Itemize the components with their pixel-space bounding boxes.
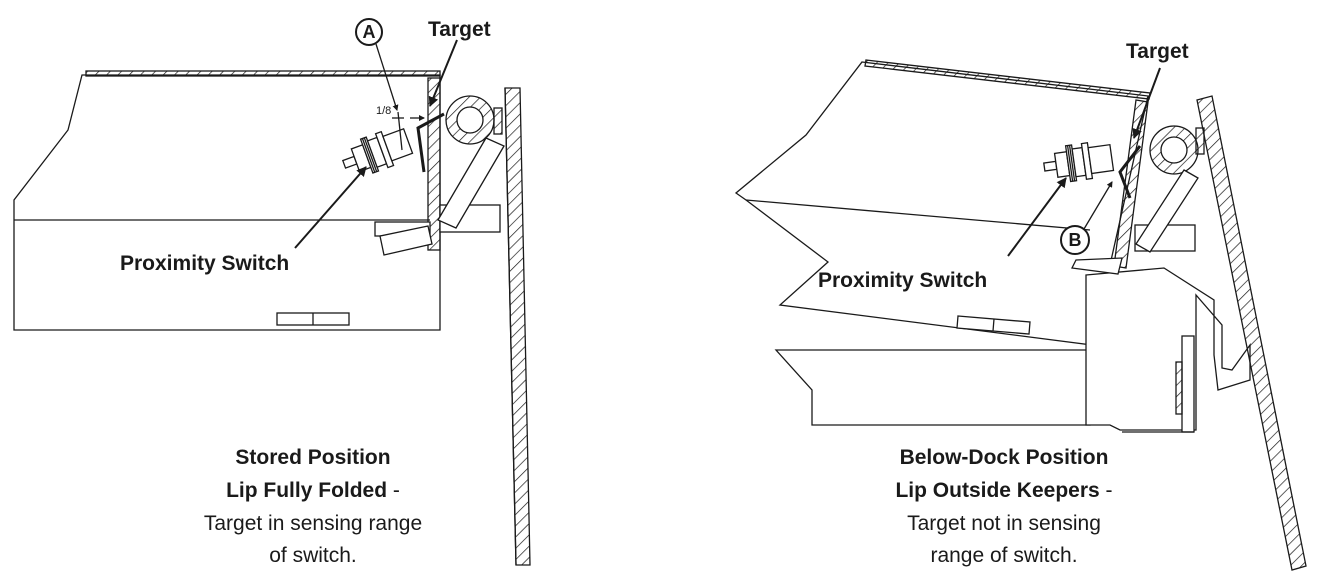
right-lower-frame	[1085, 267, 1251, 431]
left-caption-line2-suffix: -	[387, 479, 400, 502]
right-target-label: Target	[1126, 40, 1189, 63]
right-caption-line2: Lip Outside Keepers -	[895, 479, 1112, 502]
left-caption-line3: Target in sensing range	[204, 512, 422, 535]
right-proximity-switch	[1043, 142, 1115, 183]
left-caption-line2: Lip Fully Folded -	[226, 479, 400, 502]
callout-b-leader	[1083, 181, 1113, 230]
left-dock-wall-edge	[504, 87, 517, 566]
right-lip-stop	[1071, 257, 1123, 275]
callout-a-label: A	[363, 22, 376, 42]
callout-a-leader	[375, 43, 399, 111]
right-caption-line2-suffix: -	[1100, 479, 1113, 502]
left-hinge-pin	[456, 106, 484, 134]
right-proximity-leader	[1007, 177, 1067, 257]
right-caption-line4: range of switch.	[930, 544, 1077, 567]
right-pit-frame	[774, 349, 1091, 426]
left-caption-line4: of switch.	[269, 544, 357, 567]
right-caption-title: Below-Dock Position	[900, 446, 1109, 469]
left-dimension-extension	[397, 111, 403, 151]
right-caption-line2-bold: Lip Outside Keepers	[895, 479, 1099, 502]
left-caption-title: Stored Position	[235, 446, 390, 469]
callout-b-circle	[1060, 225, 1090, 255]
below-dock-position-view	[734, 59, 1307, 571]
left-proximity-switch	[341, 128, 414, 174]
left-folded-lip	[437, 137, 505, 229]
right-front-header	[1113, 99, 1149, 269]
right-deck-slot-divider	[992, 318, 995, 332]
left-target-label: Target	[428, 18, 491, 41]
right-hinge-pin	[1160, 136, 1188, 164]
callout-b-label: B	[1069, 230, 1082, 250]
callout-a-circle	[355, 18, 383, 46]
left-target-leader	[428, 39, 458, 107]
right-target-leader	[1132, 67, 1161, 139]
left-dock-wall	[504, 87, 531, 566]
left-target-bracket	[416, 112, 445, 173]
left-caption-line2-bold: Lip Fully Folded	[226, 479, 387, 502]
right-folded-lip	[1135, 169, 1199, 253]
left-hinge-mount	[493, 107, 503, 135]
right-target-bracket	[1118, 145, 1142, 199]
left-dimension-label: 1/8	[376, 105, 391, 117]
left-proximity-leader	[294, 166, 367, 249]
right-hinge-mount	[1195, 127, 1205, 155]
left-lip-stop	[379, 225, 433, 256]
right-dock-wall	[1196, 95, 1307, 571]
left-proximity-switch-label: Proximity Switch	[120, 252, 289, 275]
right-caption-line3: Target not in sensing	[907, 512, 1101, 535]
left-deck-plate	[85, 70, 441, 77]
right-keeper-channel	[1181, 335, 1195, 433]
right-deck-bottom-line	[745, 199, 1091, 231]
right-proximity-switch-label: Proximity Switch	[818, 269, 987, 292]
stored-position-view	[13, 18, 531, 566]
right-keeper-hatch	[1175, 361, 1183, 415]
